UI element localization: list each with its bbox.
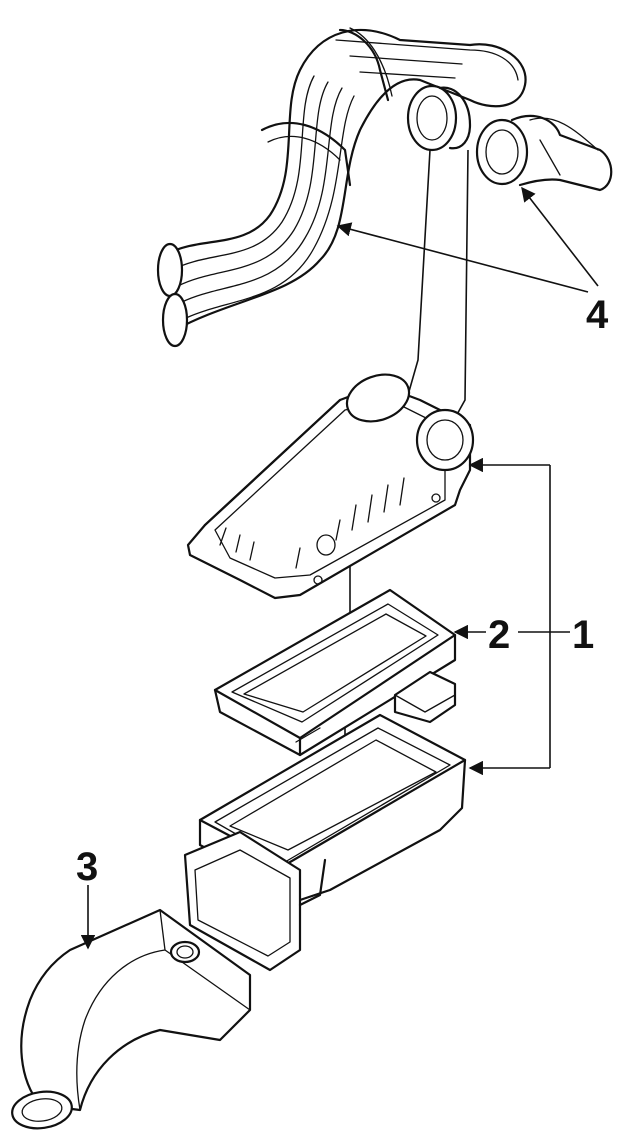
callout-3: 3 <box>76 845 98 889</box>
callout-1: 1 <box>572 613 594 657</box>
lower-intake-duct <box>11 908 252 1130</box>
leader-lines <box>80 186 599 950</box>
air-filter-element <box>213 588 457 757</box>
air-cleaner-upper-housing <box>186 373 475 600</box>
callout-4: 4 <box>586 293 609 337</box>
air-cleaner-lower-housing <box>183 713 467 972</box>
callout-2: 2 <box>488 613 510 657</box>
upper-intake-hose <box>156 27 613 348</box>
